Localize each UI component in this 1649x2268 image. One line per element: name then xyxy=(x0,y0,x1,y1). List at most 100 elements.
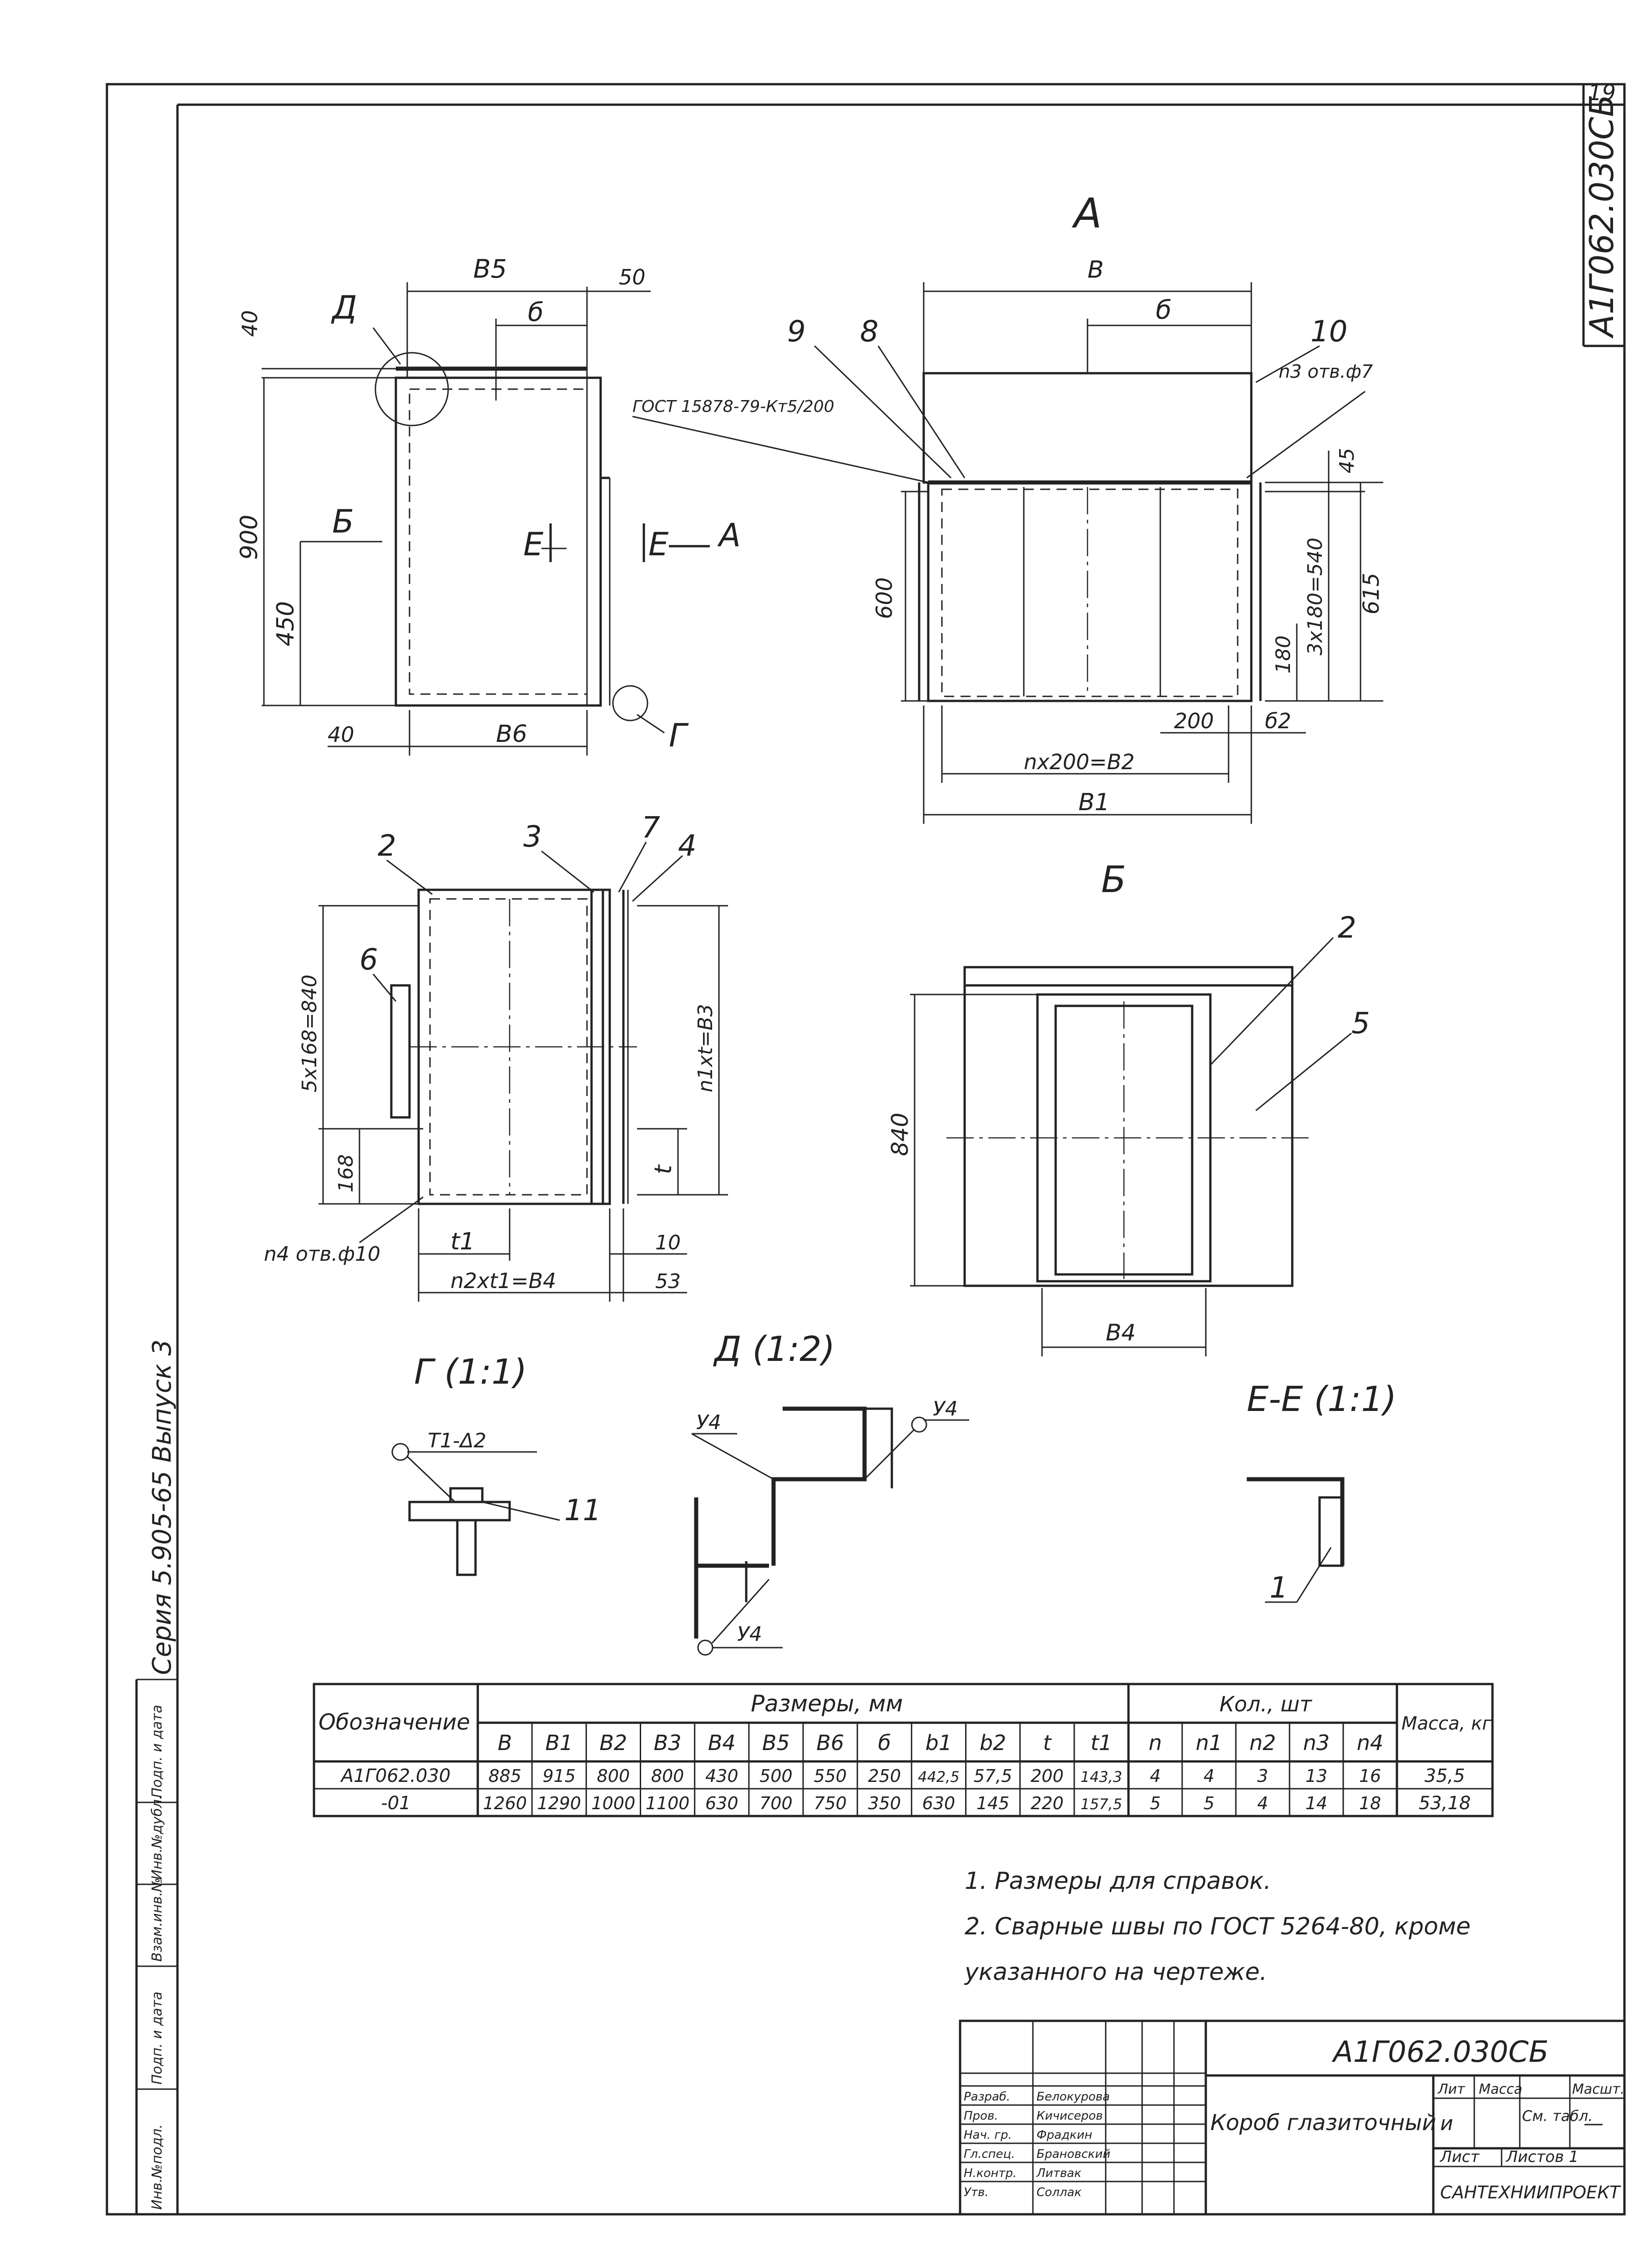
plan-view xyxy=(319,842,728,1302)
note-2: 2. Сварные швы по ГОСТ 5264-80, кроме xyxy=(965,1913,1471,1940)
table-row-designation: А1Г062.030 xyxy=(340,1766,451,1786)
section-ee-pos-1: 1 xyxy=(1270,1571,1288,1605)
dim-40-bottom: 40 xyxy=(328,722,354,747)
table-col-header: b1 xyxy=(926,1730,952,1755)
table-col-header: B2 xyxy=(600,1730,627,1755)
margin-label-0: Инв.№подл. xyxy=(149,2124,165,2210)
table-cell: 4 xyxy=(1150,1766,1161,1786)
table-cell: 500 xyxy=(759,1766,793,1786)
table-col-header: б xyxy=(878,1730,891,1755)
detail-d-u4-2: У4 xyxy=(933,1397,958,1421)
table-cell: 550 xyxy=(814,1766,847,1786)
table-col-header: n xyxy=(1148,1730,1162,1755)
table-header-designation: Обозначение xyxy=(319,1710,470,1735)
a-holes-note: n3 отв.ф7 xyxy=(1279,361,1373,382)
table-cell: 13 xyxy=(1305,1766,1327,1786)
detail-g xyxy=(391,1443,560,1576)
pos-8: 8 xyxy=(860,315,879,349)
s-dim-n2t1: n2xt1=B4 xyxy=(450,1268,556,1293)
table-cell: 14 xyxy=(1305,1793,1327,1813)
detail-d-u4-3: У4 xyxy=(737,1623,762,1646)
margin-label-2: Взам.инв.№ xyxy=(149,1877,165,1962)
table-col-header: n2 xyxy=(1249,1730,1276,1755)
table-cell: 442,5 xyxy=(918,1768,960,1786)
table-col-header: B4 xyxy=(708,1730,736,1755)
dim-50: 50 xyxy=(619,265,646,289)
dim-900: 900 xyxy=(236,515,263,560)
left-margin-strip xyxy=(135,1679,177,2214)
table-col-header: t1 xyxy=(1091,1730,1112,1755)
v-b-pos-2: 2 xyxy=(1338,911,1356,945)
table-col-header: B xyxy=(498,1730,512,1755)
tb-sheet-label: Лист xyxy=(1439,2148,1480,2166)
designation-vertical: А1Г062.030СБ xyxy=(1583,94,1621,339)
pos-4: 4 xyxy=(678,829,697,863)
view-a xyxy=(632,282,1383,824)
pos-9: 9 xyxy=(787,315,806,349)
arrow-b-label: Б xyxy=(332,503,354,540)
tb-role: Пров. xyxy=(964,2109,998,2123)
section-ee xyxy=(1247,1477,1345,1603)
dim-b5: B5 xyxy=(473,254,507,284)
table-header-qty: Кол., шт xyxy=(1219,1692,1312,1716)
tb-name: Короб глазиточный xyxy=(1210,2110,1436,2136)
a-dim-nx200: nх200=B2 xyxy=(1024,750,1135,774)
table-cell: 800 xyxy=(651,1766,684,1786)
detail-g-title: Г (1:1) xyxy=(414,1351,527,1392)
table-cell: 200 xyxy=(1031,1766,1064,1786)
table-cell: 18 xyxy=(1359,1793,1381,1813)
table-cell: 700 xyxy=(759,1793,793,1813)
s-dim-t1: t1 xyxy=(450,1228,475,1255)
margin-label-4: Подп. и дата xyxy=(149,1705,165,1798)
section-ee-title: Е-Е (1:1) xyxy=(1247,1379,1396,1419)
series-vertical: Серия 5.905-65 Выпуск 3 xyxy=(147,1339,177,1675)
table-col-header: n1 xyxy=(1196,1730,1222,1755)
table-cell: 3 xyxy=(1257,1766,1268,1786)
tb-scale-label: Масшт. xyxy=(1572,2081,1624,2097)
table-cell: 4 xyxy=(1257,1793,1268,1813)
s-dim-5x168: 5х168=840 xyxy=(298,974,321,1092)
view-b xyxy=(910,937,1352,1356)
table-cell: 250 xyxy=(868,1766,901,1786)
v-b-dim-b4: B4 xyxy=(1106,1319,1136,1346)
pos-2: 2 xyxy=(378,829,396,863)
tb-role: Разраб. xyxy=(964,2090,1010,2104)
table-cell: 16 xyxy=(1359,1766,1381,1786)
dim-450: 450 xyxy=(272,601,299,646)
detail-d-title: Д (1:2) xyxy=(713,1329,835,1369)
tb-mass-label: Масса xyxy=(1479,2081,1523,2097)
tb-person: Кичисеров xyxy=(1037,2109,1103,2123)
tb-sheets-label: Листов 1 xyxy=(1505,2148,1578,2166)
margin-label-1: Подп. и дата xyxy=(149,1992,165,2085)
tb-lit-value: и xyxy=(1440,2112,1453,2135)
a-dim-600: 600 xyxy=(872,577,897,619)
pos-7: 7 xyxy=(642,811,660,845)
sheet-frame xyxy=(106,83,1626,2216)
table-cell: 800 xyxy=(597,1766,630,1786)
table-col-header: b2 xyxy=(980,1730,1006,1755)
tb-mass-value: См. табл. xyxy=(1522,2107,1593,2125)
table-col-header: t xyxy=(1043,1730,1052,1755)
tb-person: Литвак xyxy=(1036,2167,1082,2180)
pos-10: 10 xyxy=(1310,315,1347,349)
a-dim-3x180: 3х180=540 xyxy=(1304,538,1327,655)
note-3: указанного на чертеже. xyxy=(964,1958,1267,1986)
a-dim-45: 45 xyxy=(1335,448,1359,473)
detail-d xyxy=(691,1406,969,1656)
table-cell: 5 xyxy=(1204,1793,1214,1813)
table-row-mass: 35,5 xyxy=(1424,1766,1465,1786)
table-cell: 885 xyxy=(488,1766,521,1786)
pos-6: 6 xyxy=(359,943,378,977)
a-dim-b2-small: б2 xyxy=(1265,709,1291,733)
table-cell: 750 xyxy=(814,1793,847,1813)
arrow-e2-label: Е xyxy=(648,526,669,563)
s-dim-53: 53 xyxy=(655,1270,681,1293)
table-cell: 145 xyxy=(976,1793,1010,1813)
tb-org: САНТЕХНИИПРОЕКТ xyxy=(1440,2182,1621,2202)
a-gost-note: ГОСТ 15878-79-Кт5/200 xyxy=(632,397,835,416)
side-view xyxy=(262,282,710,756)
tb-designation: А1Г062.030СБ xyxy=(1331,2035,1548,2069)
table-cell: 1290 xyxy=(537,1793,581,1813)
table-cell: 4 xyxy=(1204,1766,1214,1786)
arrow-a-label: А xyxy=(717,517,741,554)
